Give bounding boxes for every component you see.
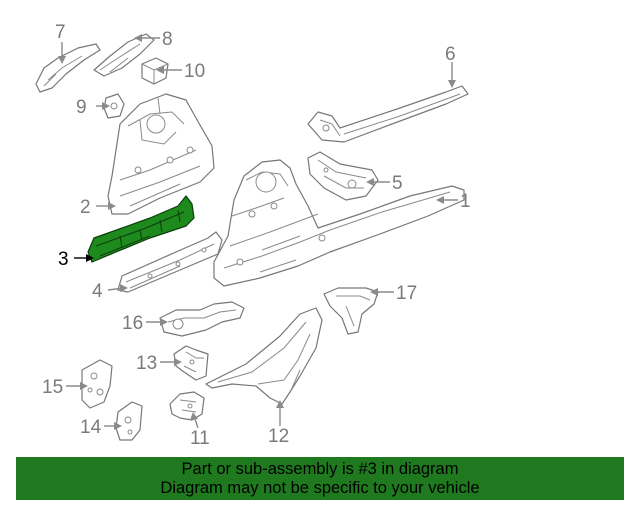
part-15 bbox=[81, 359, 113, 409]
callout-15: 15 bbox=[42, 377, 63, 398]
part-2 bbox=[107, 93, 215, 215]
callout-13: 13 bbox=[136, 353, 157, 374]
callout-14: 14 bbox=[80, 417, 102, 438]
banner-line-1: Part or sub-assembly is #3 in diagram bbox=[181, 460, 459, 478]
part-16 bbox=[159, 301, 245, 337]
callout-16: 16 bbox=[122, 313, 143, 334]
callout-4: 4 bbox=[92, 281, 103, 302]
parts-diagram: 7 8 10 9 6 1 5 2 3 4 17 16 13 15 14 11 1… bbox=[35, 22, 471, 449]
callout-7: 7 bbox=[55, 22, 66, 43]
banner-line-2: Diagram may not be specific to your vehi… bbox=[160, 479, 480, 497]
callout-12: 12 bbox=[268, 426, 289, 447]
callouts: 7 8 10 9 6 1 5 2 3 4 17 16 13 15 14 11 1… bbox=[42, 22, 471, 449]
callout-6: 6 bbox=[445, 44, 456, 65]
callout-17: 17 bbox=[396, 283, 417, 304]
callout-11: 11 bbox=[190, 428, 210, 449]
callout-3: 3 bbox=[58, 249, 69, 270]
info-banner: Part or sub-assembly is #3 in diagram Di… bbox=[16, 457, 624, 500]
part-1 bbox=[213, 159, 465, 287]
arrowheads bbox=[58, 34, 456, 430]
callout-2: 2 bbox=[80, 197, 91, 218]
callout-10: 10 bbox=[184, 61, 205, 82]
callout-1: 1 bbox=[460, 191, 471, 212]
part-12 bbox=[205, 307, 323, 405]
callout-9: 9 bbox=[76, 97, 87, 118]
part-13 bbox=[173, 345, 209, 381]
callout-5: 5 bbox=[392, 173, 403, 194]
part-14 bbox=[115, 401, 143, 441]
part-5 bbox=[307, 151, 379, 201]
part-17 bbox=[323, 287, 379, 335]
part-6 bbox=[307, 85, 469, 143]
part-8 bbox=[93, 33, 155, 77]
part-11 bbox=[169, 391, 205, 421]
part-4 bbox=[117, 231, 223, 293]
part-10 bbox=[141, 57, 169, 85]
part-3-highlighted bbox=[87, 195, 195, 263]
callout-8: 8 bbox=[162, 29, 173, 50]
part-7 bbox=[35, 43, 101, 93]
